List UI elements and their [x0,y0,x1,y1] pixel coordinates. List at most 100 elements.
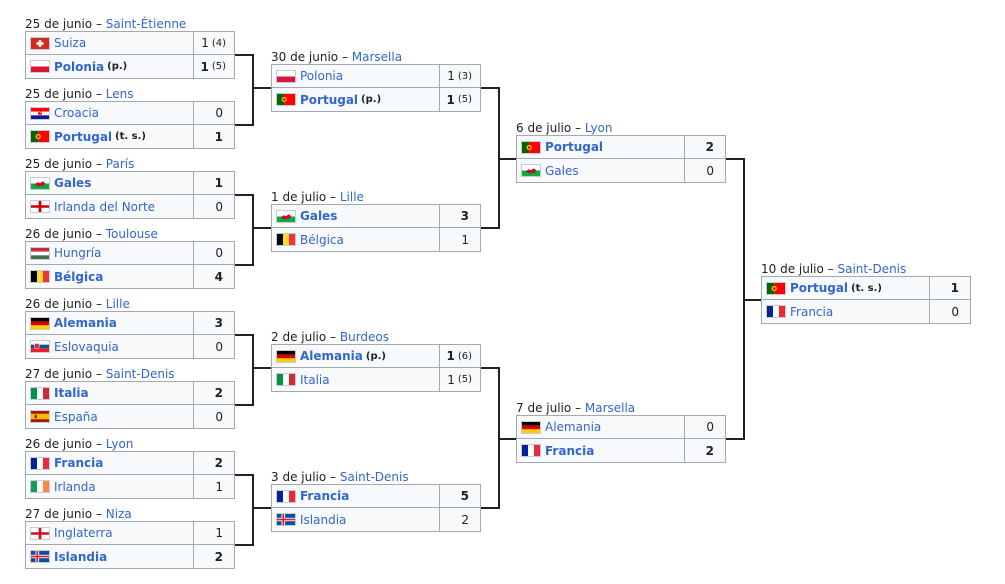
venue-link[interactable]: Saint-Étienne [105,17,187,31]
match-date: 25 de junio [25,87,93,101]
team-link[interactable]: Italia [54,386,89,400]
france-flag [766,305,786,318]
team-cell: Francia [272,485,441,507]
venue-link[interactable]: Toulouse [105,227,158,241]
team-link[interactable]: Francia [790,304,834,319]
venue-link[interactable]: Lens [105,87,134,101]
team-link[interactable]: Polonia [300,69,344,83]
team-link[interactable]: Francia [545,443,595,458]
team-cell: Inglaterra [26,522,195,544]
score-cell: 1(5) [194,55,234,78]
venue-link[interactable]: Saint-Denis [339,470,409,484]
croatia-flag [30,106,50,120]
score-cell: 2 [685,136,725,158]
venue-link[interactable]: París [105,157,135,171]
team-cell: Irlanda [26,475,195,498]
venue-link[interactable]: Burdeos [339,330,390,344]
germany-flag [521,420,541,434]
team-cell: Irlanda del Norte [26,195,195,218]
venue-link[interactable]: Lyon [105,437,134,451]
match-date: 2 de julio [271,330,327,344]
team-cell: Suiza [26,32,195,54]
connector-line [235,54,271,126]
england-flag [30,526,50,540]
score-cell: 2 [194,545,234,568]
team-link[interactable]: Islandia [54,549,108,564]
venue-link[interactable]: Saint-Denis [105,367,175,381]
team-cell: Portugal [517,136,686,158]
team-cell: Italia [26,382,195,404]
connector-line [235,334,271,406]
venue-link[interactable]: Lille [339,190,364,204]
team-link[interactable]: Alemania [300,349,363,363]
venue-link[interactable]: Saint-Denis [837,262,907,276]
separator: – [338,50,352,64]
team-link[interactable]: Bélgica [54,269,104,284]
score-cell: 1 [440,228,480,251]
team-row: Francia 2 [516,439,726,463]
venue-link[interactable]: Lyon [584,121,613,135]
team-link[interactable]: Italia [300,372,330,387]
team-link[interactable]: Gales [300,209,338,223]
score-value: 2 [705,443,714,458]
team-link[interactable]: Eslovaquia [54,339,119,354]
score-cell: 1 [194,125,234,148]
slovakia-flag [30,340,50,353]
team-link[interactable]: Portugal [54,129,113,144]
score-cell: 2 [440,508,480,531]
team-link[interactable]: Irlanda [54,479,96,494]
team-link[interactable]: Inglaterra [54,526,113,540]
team-link[interactable]: Irlanda del Norte [54,199,156,214]
team-row: Polonia(p.)1(5) [25,55,235,79]
venue-link[interactable]: Lille [105,297,130,311]
team-row: Suiza 1(4) [25,31,235,55]
team-link[interactable]: Portugal [300,92,359,107]
team-link[interactable]: Portugal [545,140,604,154]
team-link[interactable]: Gales [54,176,92,190]
team-link[interactable]: Francia [300,489,350,503]
team-link[interactable]: Gales [545,163,579,178]
team-link[interactable]: Suiza [54,36,87,50]
penalty-score: (4) [211,37,226,49]
score-value: 2 [461,512,469,527]
separator: – [571,401,585,415]
team-link[interactable]: Polonia [54,59,105,74]
team-link[interactable]: España [54,409,98,424]
team-link[interactable]: Islandia [300,512,347,527]
score-value: 0 [215,106,223,120]
team-row: Irlanda del Norte 0 [25,195,235,219]
score-value: 1 [214,129,223,144]
team-link[interactable]: Alemania [545,420,602,434]
team-link[interactable]: Bélgica [300,232,344,247]
venue-link[interactable]: Niza [105,507,132,521]
match-header: 30 de junio – Marsella [271,50,481,64]
score-cell: 1(6) [440,345,480,367]
score-value: 1 [201,36,209,50]
venue-link[interactable]: Marsella [351,50,403,64]
team-link[interactable]: Portugal [790,281,849,295]
score-cell: 4 [194,265,234,288]
france-flag [30,456,50,470]
team-link[interactable]: Hungría [54,246,102,260]
score-value: 2 [705,140,714,154]
team-row: Islandia 2 [25,545,235,569]
team-link[interactable]: Francia [54,456,104,470]
connector-line [235,474,271,546]
team-link[interactable]: Alemania [54,316,117,330]
match-header: 7 de julio – Marsella [516,401,726,415]
connector-line [726,158,761,440]
match-date: 26 de junio [25,437,93,451]
team-row: Portugal(t. s.)1 [25,125,235,149]
score-cell: 0 [194,195,234,218]
team-link[interactable]: Croacia [54,106,100,120]
venue-link[interactable]: Marsella [584,401,636,415]
match-header: 27 de junio – Saint-Denis [25,367,235,381]
score-value: 3 [460,209,469,223]
